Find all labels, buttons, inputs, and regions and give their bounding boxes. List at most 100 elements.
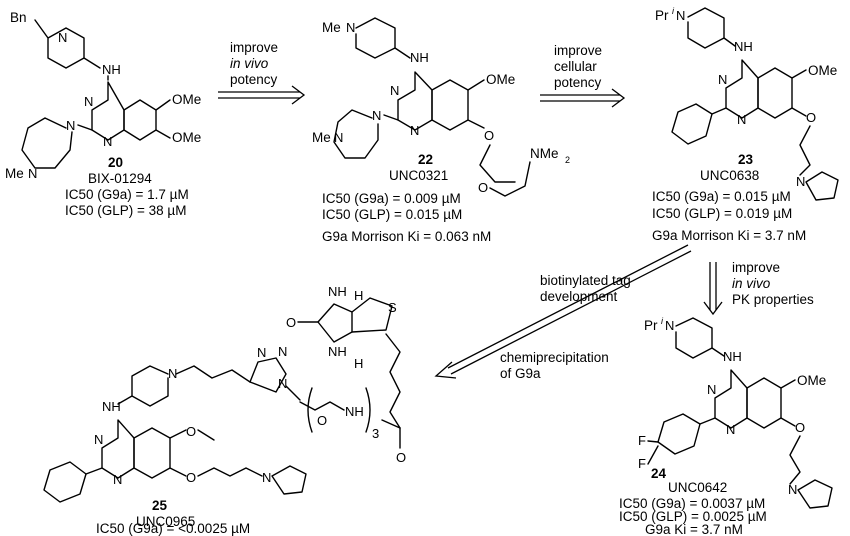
atom-n-22-pip: N <box>346 20 355 35</box>
arrow-3-label-line3: PK properties <box>732 292 814 307</box>
atom-o-methoxy-25: O <box>186 424 196 439</box>
compound-24-name: UNC0642 <box>668 480 727 495</box>
compound-24-ic50-g9a-visible: IC50 (G9a) = 0.0037 µM <box>619 496 765 511</box>
arrow-2-label-line3: potency <box>554 75 602 90</box>
atom-n-q2-22: N <box>410 123 419 138</box>
compound-24-ki: G9a Ki = 3.7 nM <box>645 522 743 536</box>
compound-22-morrison-ki: G9a Morrison Ki = 0.063 nM <box>322 229 491 244</box>
arrow-1-label-line1: improve <box>230 40 278 55</box>
ome-label-20a: OMe <box>172 92 201 107</box>
atom-o-22-a: O <box>484 128 494 143</box>
nme2-sub-22: 2 <box>565 155 570 165</box>
compound-23-ic50-glp: IC50 (GLP) = 0.019 µM <box>652 206 792 221</box>
atom-n-q2-20: N <box>103 134 112 149</box>
compound-20-ic50-glp: IC50 (GLP) = 38 µM <box>65 203 186 218</box>
atom-n-me-22: N <box>334 130 343 145</box>
atom-n-triazole-2: N <box>278 344 287 359</box>
atom-n-piperidine-20: N <box>58 30 67 45</box>
atom-n-pyrrolidine-25: N <box>262 470 271 485</box>
compound-23-structure: Pr i N NH N N OMe O N <box>655 6 839 201</box>
ome-label-23: OMe <box>808 63 837 78</box>
atom-nh-biotin-bottom: NH <box>328 344 347 359</box>
compound-20-ic50-g9a: IC50 (G9a) = 1.7 µM <box>65 187 189 202</box>
me-label-22: Me <box>322 20 341 35</box>
atom-n-24-pip: N <box>665 318 674 333</box>
nme2-label-22: NMe <box>530 146 559 161</box>
ome-label-22: OMe <box>486 72 515 87</box>
atom-nh-24: NH <box>723 349 742 364</box>
atom-o-23: O <box>806 110 816 125</box>
ome-label-20b: OMe <box>172 130 201 145</box>
atom-nh-22: NH <box>410 50 429 65</box>
arrow-4-label-bottom-line1: chemiprecipitation <box>500 350 609 365</box>
arrow-3 <box>703 262 723 316</box>
arrow-1 <box>218 85 306 105</box>
arrow-2-label-line1: improve <box>554 43 602 58</box>
peg-subscript-3: 3 <box>372 426 379 441</box>
compound-22-ic50-g9a: IC50 (G9a) = 0.009 µM <box>322 191 461 206</box>
compound-25-name: UNC0965 <box>136 514 195 529</box>
atom-n-me-20: N <box>28 166 37 181</box>
compound-20-name: BIX-01294 <box>88 171 152 186</box>
atom-nh-20: NH <box>102 62 121 77</box>
atom-n-pyrrolidine-24: N <box>788 482 797 497</box>
pri-sub-24: i <box>661 316 664 326</box>
compound-22-ic50-glp: IC50 (GLP) = 0.015 µM <box>322 207 462 222</box>
compound-22-number: 22 <box>418 152 433 167</box>
compound-25-number: 25 <box>152 498 168 513</box>
atom-f-24a: F <box>638 433 646 448</box>
atom-n-q1-22: N <box>390 83 399 98</box>
atom-o-amide: O <box>396 450 406 465</box>
compound-24-structure: Pr i N NH N N OMe O N F F <box>638 316 833 509</box>
compound-23-number: 23 <box>738 152 754 167</box>
arrow-2-label-line2: cellular <box>554 59 597 74</box>
atom-nh-23: NH <box>734 39 753 54</box>
atom-bn: Bn <box>10 10 27 25</box>
compound-23-name: UNC0638 <box>700 168 759 183</box>
arrow-3-label-line1: improve <box>732 260 780 275</box>
atom-n-triazole-1: N <box>257 345 266 360</box>
me-label-20: Me <box>5 166 24 181</box>
atom-n-piperidine-25: N <box>168 366 177 381</box>
ome-label-24: OMe <box>797 373 826 388</box>
atom-f-24b: F <box>638 456 646 471</box>
atom-n-q1-24: N <box>707 382 716 397</box>
atom-n-triazole-3: N <box>278 376 287 391</box>
atom-n-q2-23: N <box>737 112 746 127</box>
pri-sub-23: i <box>672 6 675 16</box>
pri-label-23: Pr <box>655 8 669 23</box>
atom-nh-biotin-top: NH <box>328 284 347 299</box>
atom-n-q1-20: N <box>84 94 93 109</box>
compound-23-morrison-ki: G9a Morrison Ki = 3.7 nM <box>652 228 806 243</box>
arrow-2 <box>540 88 626 108</box>
arrow-4-label-top-line1: biotinylated tag <box>540 273 631 288</box>
atom-o-biotin: O <box>286 315 296 330</box>
arrow-1-label-line2: in vivo <box>230 56 269 71</box>
compound-24-number: 24 <box>651 466 667 481</box>
atom-h-biotin-top: H <box>354 288 363 303</box>
atom-nh-amide: NH <box>345 404 364 419</box>
atom-n-23-pip: N <box>676 8 685 23</box>
atom-o-24: O <box>795 420 805 435</box>
arrow-4-label-bottom-line2: of G9a <box>500 366 541 381</box>
compound-23-ic50-g9a: IC50 (G9a) = 0.015 µM <box>652 189 791 204</box>
atom-s-biotin: S <box>388 300 397 315</box>
atom-n-diazepane-22: N <box>372 108 381 123</box>
compound-22-structure: Me N NH N N OMe O O NMe 2 N Me N <box>312 17 570 197</box>
compound-25-ic50-g9a-visible: IC50 (G9a) = <0.0025 µM <box>96 521 250 536</box>
me-label-22b: Me <box>312 130 331 145</box>
arrow-4-label-top-line2: development <box>540 289 618 304</box>
compound-20-number: 20 <box>108 155 123 170</box>
atom-h-biotin-bottom: H <box>354 356 363 371</box>
atom-n-q2-24: N <box>726 422 735 437</box>
compound-24-ic50-glp: IC50 (GLP) = 0.0025 µM <box>619 509 767 524</box>
atom-n-pyrrolidine-23: N <box>796 174 805 189</box>
atom-o-22-b: O <box>478 180 488 195</box>
atom-n-diazepane-20: N <box>66 118 75 133</box>
compound-25-structure: O NH NH H H S O NH O 3 N N N N NH N <box>43 284 406 503</box>
atom-n-q1-25: N <box>94 432 103 447</box>
compound-20-structure: Bn N NH N N OMe OMe N Me N <box>5 10 201 181</box>
atom-n-q1-23: N <box>718 72 727 87</box>
pri-label-24: Pr <box>644 318 658 333</box>
